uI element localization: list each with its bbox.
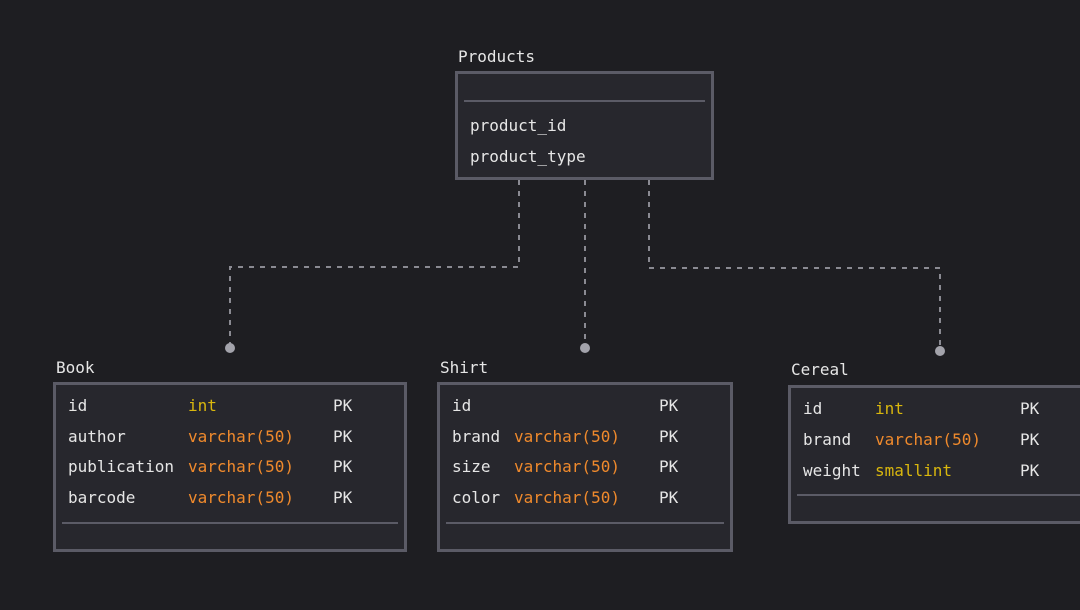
shirt-title: Shirt — [440, 358, 489, 377]
cereal-field-key: PK — [1020, 430, 1040, 449]
cereal-field-type: int — [875, 399, 904, 418]
shirt-field-key: PK — [659, 488, 679, 507]
book-field-key: PK — [333, 457, 353, 476]
shirt-field-key: PK — [659, 396, 679, 415]
book-field-key: PK — [333, 396, 353, 415]
book-field-key: PK — [333, 427, 353, 446]
book-field-name: barcode — [68, 488, 136, 507]
shirt-field-name: size — [452, 457, 491, 476]
products-field-product-type: product_type — [470, 147, 586, 166]
shirt-footer-divider — [446, 522, 724, 524]
book-field-type: int — [188, 396, 217, 415]
cereal-field-name: weight — [803, 461, 861, 480]
shirt-table[interactable]: id PK brand varchar(50) PK size varchar(… — [437, 382, 733, 552]
cereal-field-key: PK — [1020, 461, 1040, 480]
shirt-field-type: varchar(50) — [514, 427, 620, 446]
shirt-field-name: color — [452, 488, 501, 507]
cereal-field-name: id — [803, 399, 823, 418]
products-field-product-id: product_id — [470, 116, 567, 135]
products-header-divider — [464, 100, 705, 102]
book-field-type: varchar(50) — [188, 427, 294, 446]
products-table[interactable]: product_id product_type — [455, 71, 714, 180]
products-title: Products — [458, 47, 536, 66]
connector-endpoint-shirt — [580, 343, 590, 353]
cereal-title: Cereal — [791, 360, 849, 379]
shirt-field-key: PK — [659, 457, 679, 476]
book-footer-divider — [62, 522, 398, 524]
shirt-field-name: id — [452, 396, 472, 415]
book-field-name: id — [68, 396, 88, 415]
book-field-key: PK — [333, 488, 353, 507]
cereal-field-key: PK — [1020, 399, 1040, 418]
connector-products-cereal — [648, 180, 941, 351]
connector-products-book — [229, 180, 520, 348]
shirt-field-type: varchar(50) — [514, 457, 620, 476]
book-table[interactable]: id int PK author varchar(50) PK publicat… — [53, 382, 407, 552]
cereal-table[interactable]: id int PK brand varchar(50) PK weight sm… — [788, 385, 1080, 524]
cereal-field-type: smallint — [875, 461, 953, 480]
cereal-field-name: brand — [803, 430, 852, 449]
connector-endpoint-book — [225, 343, 235, 353]
shirt-field-name: brand — [452, 427, 501, 446]
book-field-name: publication — [68, 457, 174, 476]
book-field-name: author — [68, 427, 126, 446]
shirt-field-key: PK — [659, 427, 679, 446]
book-title: Book — [56, 358, 95, 377]
book-field-type: varchar(50) — [188, 457, 294, 476]
shirt-field-type: varchar(50) — [514, 488, 620, 507]
book-field-type: varchar(50) — [188, 488, 294, 507]
connector-endpoint-cereal — [935, 346, 945, 356]
cereal-footer-divider — [797, 494, 1080, 496]
cereal-field-type: varchar(50) — [875, 430, 981, 449]
